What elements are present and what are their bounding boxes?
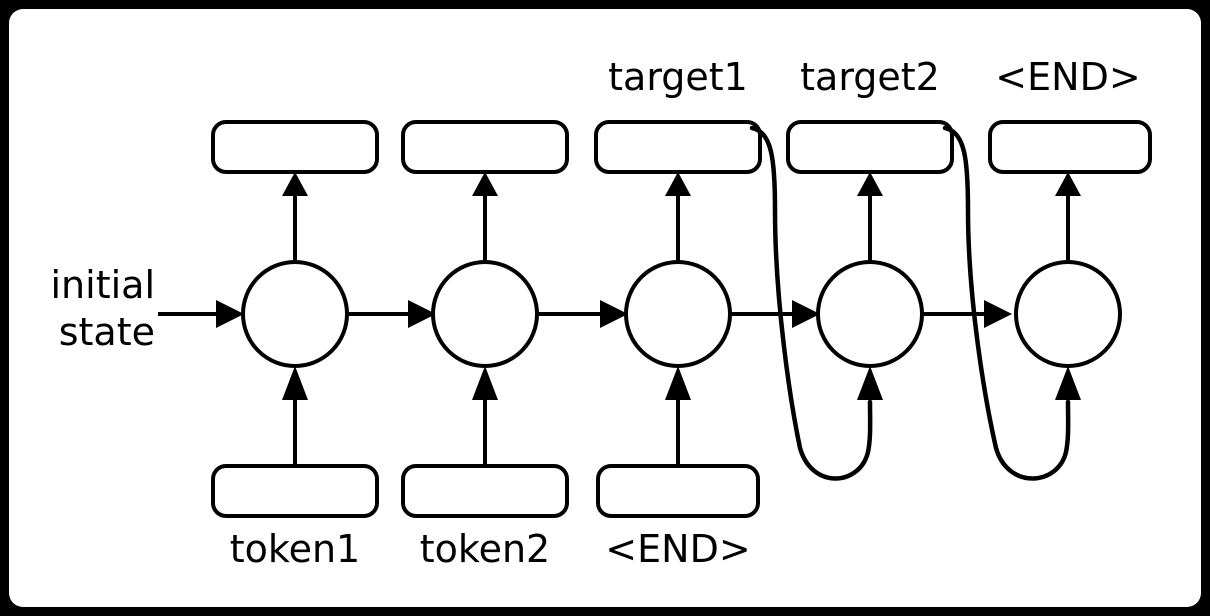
- step-2-input-box[interactable]: [401, 464, 569, 518]
- step-5-cell[interactable]: [1014, 260, 1122, 368]
- feedback-loop-step-5: [942, 125, 1081, 481]
- step-4-column: target2: [786, 55, 954, 368]
- feedback-loop-step-4-arrow-head: [857, 366, 883, 400]
- feedback-loop-step-4-path: [749, 125, 873, 481]
- step-1-output-arrow-head: [282, 172, 308, 196]
- step-2-input-label: token2: [420, 527, 550, 571]
- state-arrow-1-to-2: [347, 300, 436, 328]
- step-2-output-arrow-head: [472, 172, 498, 196]
- step-3-input-label: <END>: [605, 527, 750, 571]
- step-1-input-label: token1: [230, 527, 360, 571]
- step-3-column: <END> target1: [594, 55, 762, 571]
- step-4-output-arrow-head: [857, 172, 883, 196]
- feedback-loop-step-4: [749, 125, 883, 481]
- step-2-input-arrow-head: [472, 366, 498, 400]
- state-arrow-2-to-3-head: [600, 300, 628, 328]
- step-3-output-box[interactable]: [594, 120, 762, 174]
- state-arrow-3-to-4-head: [792, 300, 820, 328]
- state-arrow-4-to-5-head: [984, 300, 1012, 328]
- step-5-output-arrow-head: [1055, 172, 1081, 196]
- step-4-cell[interactable]: [816, 260, 924, 368]
- step-4-output-box[interactable]: [786, 120, 954, 174]
- initial-state-label-line2: state: [59, 310, 155, 354]
- step-4-output-label: target2: [800, 55, 940, 99]
- initial-state-label-line1: initial: [51, 263, 156, 307]
- step-2-cell[interactable]: [431, 260, 539, 368]
- step-3-output-arrow-head: [665, 172, 691, 196]
- step-1-input-box[interactable]: [211, 464, 379, 518]
- state-arrow-3-to-4: [730, 300, 820, 328]
- step-1-cell[interactable]: [241, 260, 349, 368]
- feedback-loop-step-5-arrow-head: [1055, 366, 1081, 400]
- step-3-output-label: target1: [608, 55, 748, 99]
- state-arrow-4-to-5: [922, 300, 1012, 328]
- step-1-input-arrow-head: [282, 366, 308, 400]
- initial-state-group: initial state: [51, 263, 244, 354]
- step-3-input-box[interactable]: [596, 464, 760, 518]
- step-3-input-arrow-head: [665, 366, 691, 400]
- step-5-output-box[interactable]: [988, 120, 1152, 174]
- step-5-output-label: <END>: [995, 55, 1140, 99]
- state-arrow-2-to-3: [537, 300, 628, 328]
- diagram-canvas: initial state token1: [9, 9, 1201, 607]
- state-arrow-1-to-2-head: [408, 300, 436, 328]
- step-2-column: token2: [401, 120, 569, 571]
- step-1-column: token1: [211, 120, 379, 571]
- step-2-output-box[interactable]: [401, 120, 569, 174]
- rnn-unrolled-diagram: initial state token1: [51, 55, 1152, 571]
- feedback-loop-step-5-path: [942, 125, 1071, 481]
- step-5-column: <END>: [988, 55, 1152, 368]
- step-1-output-box[interactable]: [211, 120, 379, 174]
- initial-state-arrow-head: [216, 300, 244, 328]
- step-3-cell[interactable]: [624, 260, 732, 368]
